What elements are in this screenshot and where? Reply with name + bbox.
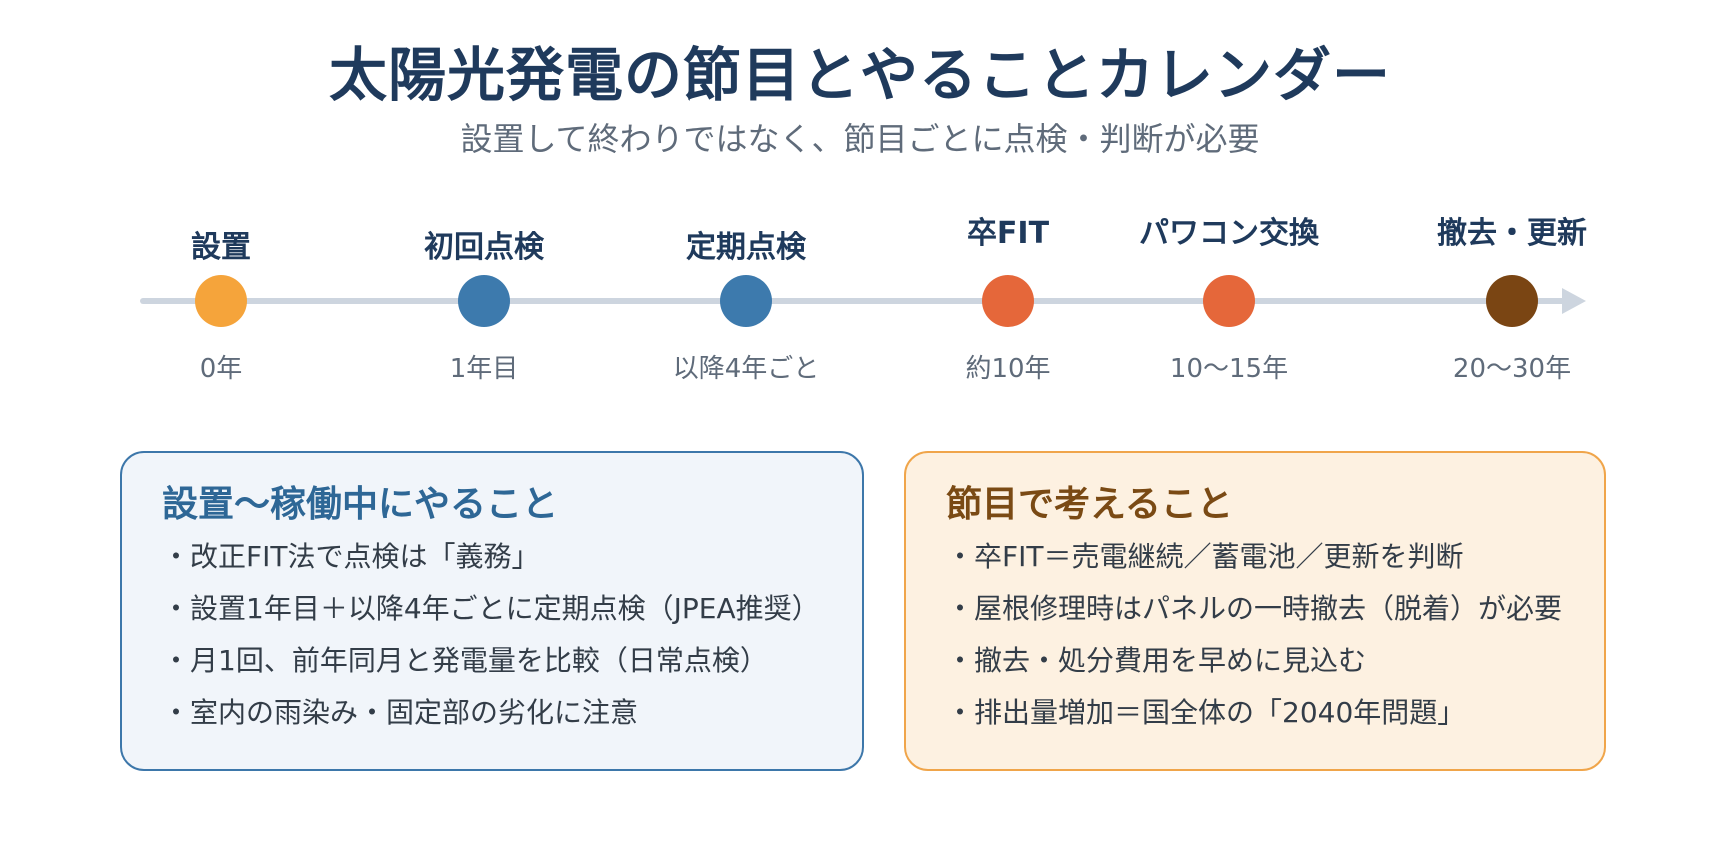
- bullet: ・: [946, 540, 975, 573]
- milestone-dot: [458, 275, 510, 327]
- timeline-axis: [140, 298, 1568, 304]
- list-item-text: 屋根修理時はパネルの一時撤去（脱着）が必要: [974, 592, 1563, 625]
- list-item: ・月1回、前年同月と発電量を比較（日常点検）: [162, 635, 820, 687]
- milestone-label: 卒FIT: [966, 216, 1050, 251]
- bullet: ・: [162, 592, 191, 625]
- list-item-text: 卒FIT＝売電継続／蓄電池／更新を判断: [974, 540, 1464, 573]
- card-title: 設置〜稼働中にやること: [162, 484, 559, 525]
- milestone-time: 20〜30年: [1452, 354, 1572, 384]
- bullet: ・: [946, 696, 975, 729]
- milestone-label: 定期点検: [686, 230, 806, 265]
- milestone-time: 1年目: [449, 354, 519, 384]
- page-subtitle: 設置して終わりではなく、節目ごとに点検・判断が必要: [460, 120, 1260, 158]
- bullet: ・: [946, 592, 975, 625]
- list-item: ・排出量増加＝国全体の「2040年問題」: [946, 687, 1562, 739]
- milestone-dot: [195, 275, 247, 327]
- list-item: ・屋根修理時はパネルの一時撤去（脱着）が必要: [946, 583, 1562, 635]
- milestone-time: 0年: [199, 354, 243, 384]
- list-item: ・室内の雨染み・固定部の劣化に注意: [162, 687, 820, 739]
- milestone-label: 初回点検: [424, 230, 544, 265]
- bullet: ・: [162, 696, 191, 729]
- milestone-dot: [1486, 275, 1538, 327]
- timeline-arrow-icon: [1562, 288, 1586, 314]
- page-title: 太陽光発電の節目とやることカレンダー: [328, 41, 1391, 109]
- bullet: ・: [162, 540, 191, 573]
- list-item-text: 排出量増加＝国全体の「2040年問題」: [974, 696, 1466, 729]
- bullet: ・: [162, 644, 191, 677]
- milestone-time: 約10年: [965, 354, 1051, 384]
- milestone-label: 設置: [191, 230, 251, 265]
- list-item-text: 改正FIT法で点検は「義務」: [190, 540, 540, 573]
- list-item-text: 設置1年目＋以降4年ごとに定期点検（JPEA推奨）: [190, 592, 820, 625]
- milestone-label: パワコン交換: [1139, 216, 1319, 251]
- list-item: ・設置1年目＋以降4年ごとに定期点検（JPEA推奨）: [162, 583, 820, 635]
- list-item-text: 月1回、前年同月と発電量を比較（日常点検）: [190, 644, 768, 677]
- list-item: ・撤去・処分費用を早めに見込む: [946, 635, 1562, 687]
- milestone-dot: [982, 275, 1034, 327]
- operation-tasks-card: 設置〜稼働中にやること ・改正FIT法で点検は「義務」 ・設置1年目＋以降4年ご…: [120, 451, 864, 771]
- card-title: 節目で考えること: [946, 484, 1233, 525]
- consideration-list: ・卒FIT＝売電継続／蓄電池／更新を判断 ・屋根修理時はパネルの一時撤去（脱着）…: [946, 531, 1562, 739]
- bullet: ・: [946, 644, 975, 677]
- list-item-text: 撤去・処分費用を早めに見込む: [974, 644, 1367, 677]
- task-list: ・改正FIT法で点検は「義務」 ・設置1年目＋以降4年ごとに定期点検（JPEA推…: [162, 531, 820, 739]
- milestone-dot: [1203, 275, 1255, 327]
- timeline: 設置 0年 初回点検 1年目 定期点検 以降4年ごと 卒FIT 約10年 パワコ…: [0, 0, 1720, 420]
- list-item: ・改正FIT法で点検は「義務」: [162, 531, 820, 583]
- milestone-time: 10〜15年: [1169, 354, 1289, 384]
- milestone-time: 以降4年ごと: [672, 354, 820, 384]
- list-item: ・卒FIT＝売電継続／蓄電池／更新を判断: [946, 531, 1562, 583]
- list-item-text: 室内の雨染み・固定部の劣化に注意: [190, 696, 639, 729]
- milestone-label: 撤去・更新: [1437, 216, 1587, 251]
- milestone-dot: [720, 275, 772, 327]
- milestone-considerations-card: 節目で考えること ・卒FIT＝売電継続／蓄電池／更新を判断 ・屋根修理時はパネル…: [904, 451, 1606, 771]
